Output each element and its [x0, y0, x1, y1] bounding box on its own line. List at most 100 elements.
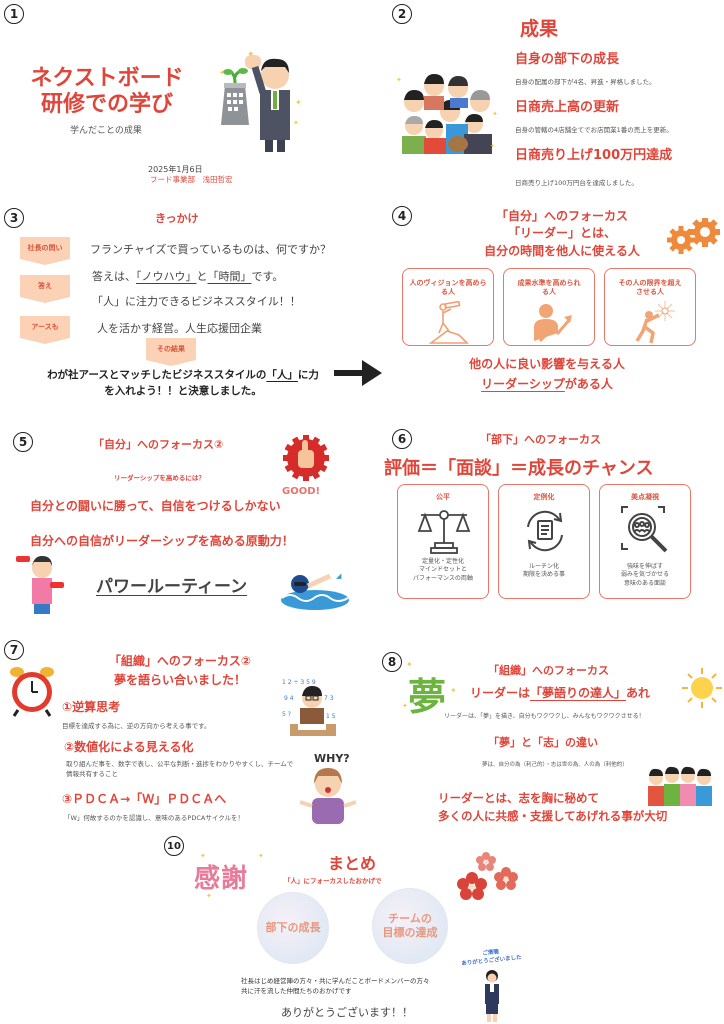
- thanks-line-1: 社長はじめ経営陣の方々・共に学んだことボードメンバーの方々: [241, 977, 430, 985]
- slide-8: 8 夢 ✦ ✦ ✦ 「組織」へのフォーカス リーダーは「夢語りの達人」あれ リー…: [362, 640, 724, 830]
- point-heading: ①逆算思考: [62, 700, 121, 714]
- message-line-2: 自分への自信がリーダーシップを高める原動力！: [30, 534, 294, 548]
- slide-number: 5: [13, 432, 33, 452]
- date: 2025年1月6日: [148, 165, 203, 174]
- leadership-statement: 他の人に良い影響を与える人 リーダーシップがある人: [432, 355, 662, 395]
- card-text: ルーチン化 期限を決める事: [499, 563, 589, 580]
- svg-text:7 3: 7 3: [324, 695, 334, 702]
- card-text-line: 強味を伸ばす: [626, 563, 663, 570]
- sparkle-icon: ✦: [406, 660, 413, 669]
- answer-suffix: です。: [251, 270, 284, 283]
- svg-text:✦: ✦: [490, 143, 495, 150]
- statement-suffix: がある人: [564, 376, 613, 391]
- slide-heading: 「自分」へのフォーカス 「リーダー」とは、 自分の時間を他人に使える人: [462, 208, 662, 260]
- sparkle-icon: ✦: [200, 852, 206, 860]
- gratitude-character-icon: 感謝: [194, 864, 249, 894]
- tag-earth: アースも: [20, 316, 70, 344]
- leader-card-limits: その人の限界を超えさせる人: [604, 268, 696, 346]
- card-title: 美点凝視: [631, 493, 659, 501]
- slide-heading: 「組織」へのフォーカス② 夢を語らい合いました！: [80, 652, 280, 690]
- alarm-clock-icon: [10, 667, 54, 717]
- businessman-illustration-icon: ✦✦✦✦: [219, 50, 302, 152]
- thanks-line-2: 共に汗を流した仲間たちのおかげです: [241, 987, 352, 996]
- svg-text:9 4: 9 4: [284, 695, 294, 702]
- svg-text:✦: ✦: [396, 76, 402, 84]
- slide-6: 6 「部下」へのフォーカス 評価＝「面談」＝成長のチャンス 公平 定量化・定性化…: [362, 420, 724, 620]
- card-label: 人のヴィジョンを高めらる人: [409, 279, 487, 297]
- slide-title: 成果: [520, 18, 559, 40]
- slide-subtitle: 「人」にフォーカスしたおかげで: [284, 877, 382, 885]
- svg-text:5 ?: 5 ?: [282, 711, 291, 718]
- result-prefix: わが社アースとマッチしたビジネススタイルの: [47, 369, 267, 381]
- answer-mid: と: [196, 270, 208, 283]
- growth-of-subordinates-circle: 部下の成長: [257, 892, 329, 964]
- leader-suffix: あれ: [626, 686, 651, 700]
- gears-icon: [667, 218, 720, 254]
- result-text: 自身の配属の部下が4名、昇進・昇格しました。: [515, 78, 656, 86]
- circle-label-line: 目標の達成: [382, 926, 438, 939]
- message-line-1: 自分との闘いに勝って、自信をつけるしかない: [30, 499, 281, 513]
- team-goal-achievement-circle: チームの 目標の達成: [372, 888, 448, 964]
- slide-number: 6: [392, 429, 412, 449]
- tag-result: その結果: [146, 338, 196, 366]
- leader-card-results: 成果水準を高められる人: [503, 268, 595, 346]
- title-line-1: 「組織」へのフォーカス②: [108, 654, 252, 668]
- statement-line-1: 他の人に良い影響を与える人: [469, 357, 625, 371]
- slide-1: 1 ネクストボード 研修での学び 学んだことの成果 2025年1月6日 フード事…: [0, 0, 362, 200]
- results-list: 自身の部下の成長 自身の配属の部下が4名、昇進・昇格しました。 日商売上高の更新…: [515, 48, 673, 187]
- card-text-line: ルーチン化: [528, 563, 559, 570]
- closing-line-2: 多くの人に共感・支援してあげれる事が大切: [438, 808, 668, 823]
- svg-text:✦: ✦: [247, 50, 255, 60]
- result-line-2: を入れよう！！と決意しました。: [104, 385, 262, 398]
- result-heading: 自身の部下の成長: [515, 52, 620, 67]
- keyword-dream-master: 「夢語りの達人」: [530, 686, 627, 700]
- answer-prefix: 答えは、: [92, 270, 136, 283]
- leader-prefix: リーダーは: [470, 686, 531, 700]
- tag-president-question: 社長の問い: [20, 237, 70, 265]
- earth-line: 人を活かす経営。人生応援団企業: [97, 322, 262, 335]
- woman-dumbbell-illustration-icon: [16, 556, 64, 614]
- balance-scale-icon: [417, 510, 471, 554]
- svg-text:✦: ✦: [293, 119, 299, 127]
- closing-line-1: リーダーとは、志を胸に秘めて: [438, 791, 599, 805]
- leader-card-vision: 人のヴィジョンを高めらる人: [402, 268, 494, 346]
- bowing-woman-illustration-icon: [485, 970, 499, 1022]
- result-text: 自身の管轄の4店舗全てでお店開業1番の売上を更新。: [515, 126, 673, 134]
- title-line-3: 自分の時間を他人に使える人: [484, 243, 640, 258]
- slide-number: 2: [392, 4, 412, 24]
- person-growth-arrow-icon: [534, 304, 572, 343]
- keyword-knowhow: 「ノウハウ」: [136, 270, 197, 283]
- leader-dream-text: リーダーは、「夢」を描き、自分もワクワクし、みんなもワクワクさせる！: [444, 713, 645, 720]
- slide-4: 4 「自分」へのフォーカス 「リーダー」とは、 自分の時間を他人に使える人 人の…: [334, 200, 724, 410]
- thumbs-up-good-icon: GOOD!: [282, 435, 329, 497]
- power-routine-label: パワールーティーン: [96, 577, 248, 597]
- slide-number: 8: [382, 652, 402, 672]
- svg-text:1 2 ÷ 3 5 9: 1 2 ÷ 3 5 9: [282, 679, 316, 686]
- title-line-1: 「自分」へのフォーカス: [495, 209, 628, 223]
- slide-10: 10 感謝 ✦ ✦ ✦ まとめ 「人」にフォーカスしたおかげで 部下の成長 チー…: [150, 830, 550, 1024]
- svg-text:✦: ✦: [492, 110, 498, 118]
- closing-thanks: ありがとうございます！！: [281, 1006, 413, 1019]
- plum-blossom-icon: [457, 852, 518, 900]
- cycle-document-icon: [527, 510, 563, 552]
- sparkle-icon: ✦: [206, 892, 212, 900]
- department-name: フード事業部 浅田哲宏: [150, 175, 233, 184]
- sparkle-icon: ✦: [450, 686, 457, 695]
- point-heading: ③ＰＤＣＡ→「Ｗ」ＰＤＣＡへ: [62, 792, 227, 806]
- card-text-line: 定量化・定性化: [421, 558, 464, 565]
- circle-label: 部下の成長: [265, 920, 321, 934]
- meeting-card-strengths: 美点凝視 強味を伸ばす 弱みを気づかせる 意味のある面談: [599, 484, 691, 599]
- closing-statement: リーダーとは、志を胸に秘めて 多くの人に共感・支援してあげれる事が大切: [438, 790, 667, 826]
- dream-character-icon: 夢: [408, 675, 447, 719]
- sun-icon: [682, 668, 722, 708]
- subtitle: 学んだことの成果: [70, 126, 142, 136]
- meeting-card-regular: 定例化 ルーチン化 期限を決める事: [498, 484, 590, 599]
- dream-vs-aspiration-text: 夢は、自分の為（利己的）・志は世の為、人の為（利他的）: [482, 762, 628, 768]
- card-text-line: 期限を決める事: [522, 571, 565, 579]
- slide-number: 7: [4, 640, 24, 660]
- slide-number: 4: [392, 206, 412, 226]
- meeting-card-fairness: 公平 定量化・定性化 マインドセットと パフォーマンスの両軸: [397, 484, 489, 599]
- keyword-people: 「人」: [266, 369, 298, 381]
- card-title: 公平: [436, 493, 450, 501]
- result-suffix: に力: [297, 369, 319, 381]
